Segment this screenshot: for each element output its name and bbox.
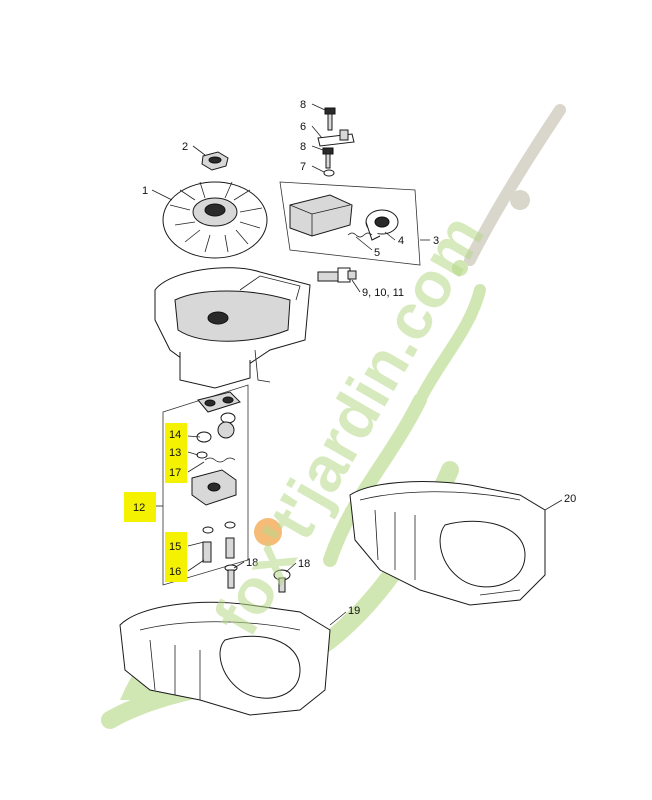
part-switch-4 (365, 209, 399, 241)
highlight-box-14-13-17 (165, 423, 187, 483)
callout-label-3: 3 (433, 235, 439, 247)
watermark-dot-green (452, 260, 468, 276)
part-nut-2 (201, 151, 229, 171)
callout-label-17: 17 (169, 467, 181, 479)
part-spring-5 (347, 232, 373, 238)
callout-label-15: 15 (169, 541, 181, 553)
part-engine-block (154, 267, 311, 389)
callout-label-14: 14 (169, 429, 181, 441)
highlight-box-12 (124, 492, 156, 522)
callout-label-20: 20 (564, 493, 576, 505)
watermark-stroke-tail (464, 104, 566, 266)
callout-label-13: 13 (169, 447, 181, 459)
leader-lines (151, 103, 563, 626)
callout-label-1: 1 (142, 185, 148, 197)
part-housing-19 (119, 601, 331, 716)
part-flywheel-1 (162, 181, 268, 259)
callout-label-12: 12 (133, 502, 145, 514)
part-bolt-8-mid (322, 147, 334, 169)
watermark-dot-orange (254, 518, 282, 546)
callout-label-9-10-11: 9, 10, 11 (362, 287, 404, 299)
clutch-parts (191, 391, 241, 563)
highlight-box-15-16 (165, 532, 187, 582)
part-ignition-3-box (279, 181, 421, 266)
callout-label-7: 7 (300, 161, 306, 173)
callout-label-16: 16 (169, 566, 181, 578)
callout-label-6: 6 (300, 121, 306, 133)
callout-label-8-mid: 8 (300, 141, 306, 153)
watermark-stroke-1 (323, 393, 427, 567)
part-screw-18-a (224, 564, 238, 589)
part-spark-plug (317, 267, 357, 283)
part-housing-20 (349, 481, 546, 606)
callout-label-2: 2 (182, 141, 188, 153)
callout-label-18-a: 18 (246, 557, 258, 569)
clutch-assembly-box (162, 384, 249, 586)
callout-label-4: 4 (398, 235, 404, 247)
watermark-stroke-2 (414, 284, 486, 406)
part-ignition-coil (289, 194, 353, 237)
part-bracket-6 (317, 129, 355, 147)
watermark-dot-gray (510, 190, 530, 210)
callout-label-5: 5 (374, 247, 380, 259)
callout-label-8-top: 8 (300, 99, 306, 111)
callout-label-18-b: 18 (298, 558, 310, 570)
callout-label-19: 19 (348, 605, 360, 617)
part-washer-7 (323, 169, 335, 177)
part-bolt-8-top (324, 107, 336, 131)
part-screw-18-b (273, 569, 291, 593)
